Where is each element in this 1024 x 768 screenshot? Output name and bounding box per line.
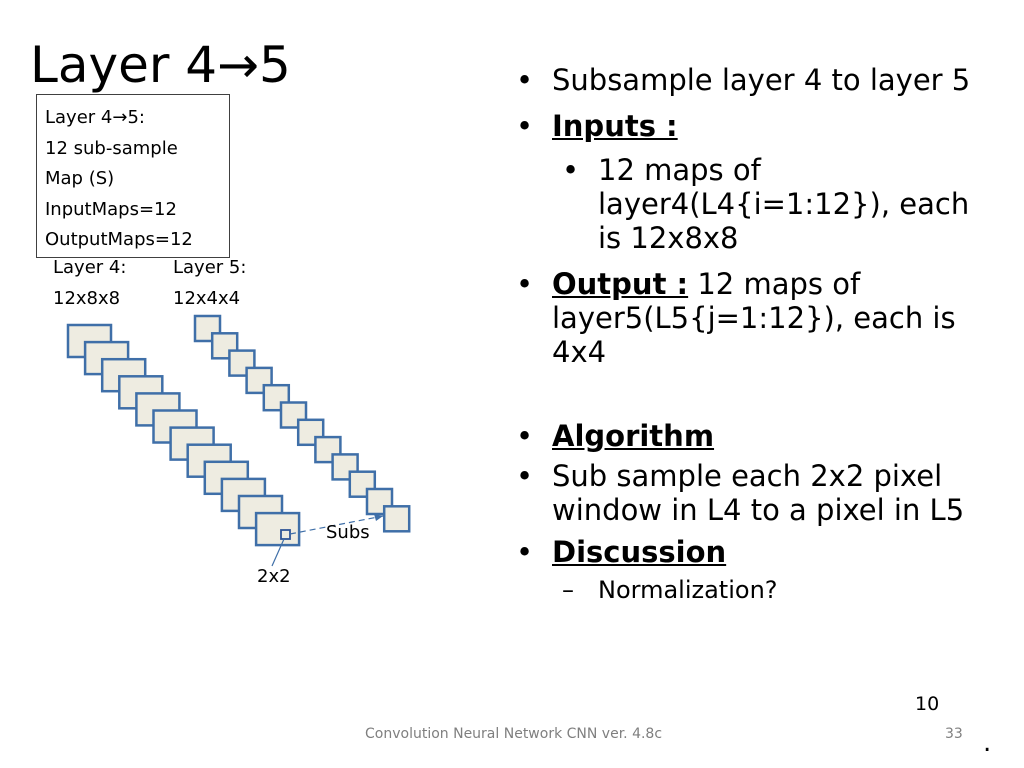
subs-label: Subs <box>326 522 370 543</box>
bullet-item: • Algorithm <box>516 419 976 453</box>
layer5-name-label: Layer 5: <box>173 257 247 278</box>
subsample-arrowhead <box>374 514 383 521</box>
window-2x2-marker <box>280 529 291 540</box>
bullet-dot-icon: • <box>516 535 534 569</box>
layer4-feature-map <box>254 511 301 547</box>
bullet-dot-icon: • <box>516 419 534 453</box>
slide-title: Layer 4→5 <box>30 36 291 94</box>
discussion-heading: Discussion <box>552 535 727 569</box>
info-line: InputMaps=12 <box>45 198 177 220</box>
info-line: OutputMaps=12 <box>45 229 193 250</box>
bullet-item: • Subsample layer 4 to layer 5 <box>516 63 976 97</box>
algorithm-heading: Algorithm <box>552 419 715 453</box>
bullet-dot-icon: • <box>562 153 580 187</box>
sub-bullet-item: – Normalization? <box>516 575 976 605</box>
info-line: Layer 4→5: <box>45 107 145 128</box>
layer5-feature-map <box>365 487 394 516</box>
bullet-text: Normalization? <box>598 576 778 604</box>
footer-title: Convolution Neural Network CNN ver. 4.8c <box>365 726 663 742</box>
sub-bullet-item: • 12 maps of layer4(L4{i=1:12}), each is… <box>516 153 976 255</box>
bullet-dot-icon: • <box>516 109 534 143</box>
info-line: Map (S) <box>45 168 115 189</box>
bullet-item: • Inputs : <box>516 109 976 143</box>
figure-number: 10 <box>915 693 940 715</box>
trailing-dot: . <box>983 728 992 758</box>
layer-info-box: Layer 4→5: 12 sub-sample Map (S) InputMa… <box>36 94 230 258</box>
bullet-item: • Sub sample each 2x2 pixel window in L4… <box>516 459 976 527</box>
output-heading: Output : <box>552 267 689 301</box>
layer5-maps <box>193 314 411 533</box>
bullet-dot-icon: • <box>516 459 534 493</box>
bullet-dot-icon: • <box>516 267 534 301</box>
slide-page-number: 33 <box>945 726 963 742</box>
bullet-text: 12 maps of layer4(L4{i=1:12}), each is 1… <box>598 153 970 255</box>
bullet-list: • Subsample layer 4 to layer 5 • Inputs … <box>516 63 976 605</box>
bullet-text: 12 maps of layer5(L5{j=1:12}), each is 4… <box>552 267 956 369</box>
layer5-feature-map <box>279 401 308 429</box>
bullet-text: Sub sample each 2x2 pixel window in L4 t… <box>552 459 965 527</box>
dash-bullet-icon: – <box>562 576 574 604</box>
bullet-item: • Discussion <box>516 535 976 569</box>
bullet-dot-icon: • <box>516 63 534 97</box>
layer5-feature-map <box>382 505 411 533</box>
bullet-item: • Output : 12 maps of layer5(L5{j=1:12})… <box>516 267 976 369</box>
inputs-heading: Inputs : <box>552 109 678 143</box>
info-line: 12 sub-sample <box>45 137 178 159</box>
subsample-arrow-line <box>289 515 384 535</box>
bullet-text: Subsample layer 4 to layer 5 <box>552 63 971 97</box>
layer4-name-label: Layer 4: <box>53 257 127 278</box>
layer4-maps <box>66 323 301 547</box>
window-size-label: 2x2 <box>257 566 291 587</box>
window-pointer-line <box>271 538 285 567</box>
layer5-size-label: 12x4x4 <box>173 288 241 309</box>
layer4-size-label: 12x8x8 <box>53 288 121 309</box>
